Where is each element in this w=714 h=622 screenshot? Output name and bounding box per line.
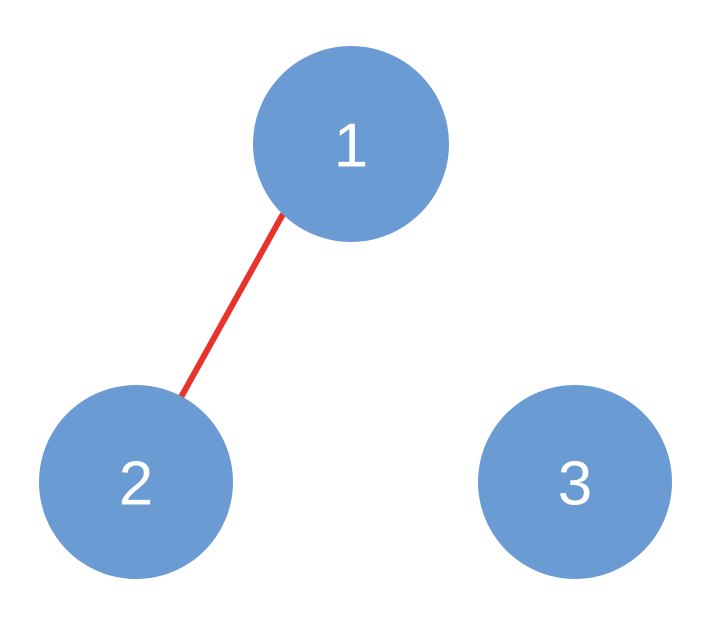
graph-edge-1-2[interactable] (177, 212, 286, 401)
graph-node-2[interactable] (39, 385, 233, 579)
graph-node-1[interactable] (253, 46, 449, 242)
graph-node-1-label: 1 (334, 112, 368, 181)
graph-node-3-label: 3 (558, 450, 592, 519)
graph-node-2-label: 2 (119, 450, 153, 519)
graph-node-3[interactable] (478, 385, 672, 579)
